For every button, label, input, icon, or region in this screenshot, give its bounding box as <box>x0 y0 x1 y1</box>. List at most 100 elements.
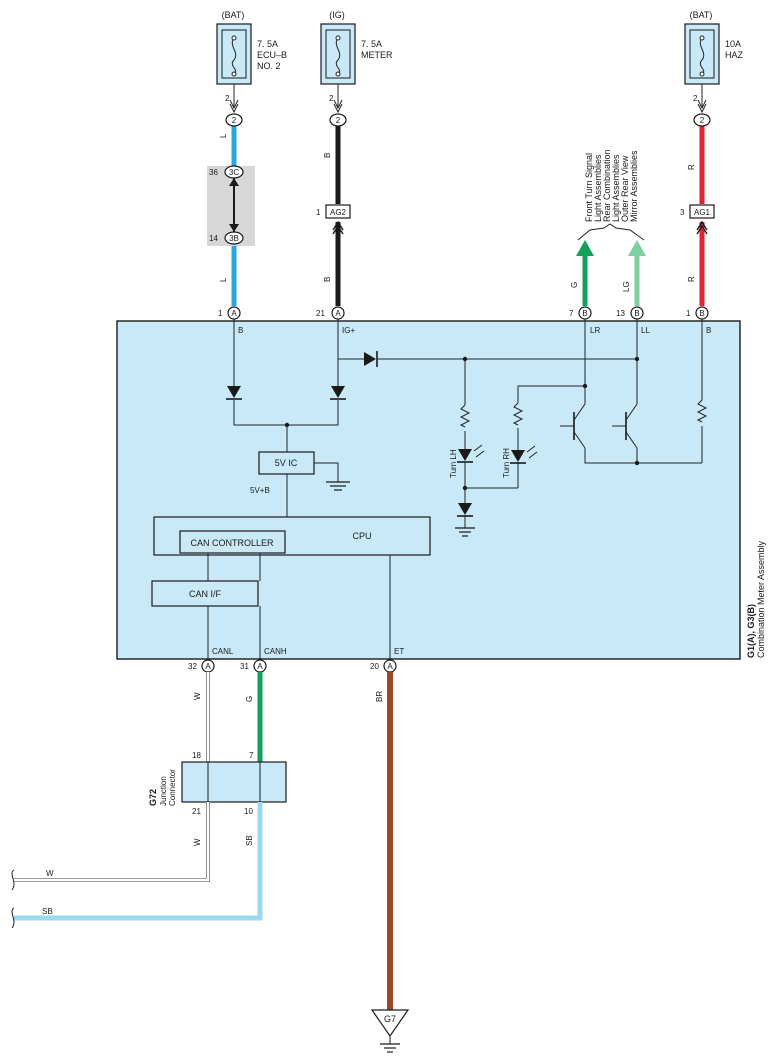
light-emit-icon <box>526 445 538 459</box>
svg-text:Combination Meter Assembly: Combination Meter Assembly <box>756 540 766 658</box>
arrow-up-icon <box>229 178 239 186</box>
fuse-terminal-icon <box>231 35 237 41</box>
diode-icon <box>331 386 345 398</box>
svg-text:21: 21 <box>316 309 325 318</box>
svg-text:Light Assemblies: Light Assemblies <box>593 154 603 222</box>
ground-triangle-icon <box>370 1009 410 1038</box>
wire-color-label: L <box>219 277 228 282</box>
junction-connector-g72[interactable]: 18 7 21 10 G72 Junction Connector <box>148 751 287 816</box>
ground-icon <box>326 481 350 491</box>
svg-text:32: 32 <box>188 662 197 671</box>
arrow-up-icon <box>576 240 594 256</box>
fuse-haz-frame <box>689 29 715 79</box>
connector-ag2[interactable]: AG2 1 <box>316 204 351 235</box>
wire-color-label: G <box>245 696 254 702</box>
svg-text:5V+B: 5V+B <box>250 486 270 495</box>
pin-1-a[interactable]: A 1 <box>218 306 241 320</box>
svg-text:AG2: AG2 <box>330 208 347 217</box>
connector-arrow-icon <box>697 99 707 114</box>
pin-32-a[interactable]: A 32 <box>188 659 215 673</box>
connector-ag1[interactable]: AG1 3 <box>680 204 715 235</box>
svg-text:B: B <box>706 326 711 335</box>
fuse-haz-name: HAZ <box>725 50 744 60</box>
led-icon <box>458 449 472 461</box>
svg-text:B: B <box>238 326 243 335</box>
connector-arrow-icon <box>229 99 239 114</box>
wire-color-label: L <box>219 133 228 138</box>
fuse-meter-frame <box>325 29 351 79</box>
diode-icon <box>458 503 472 515</box>
wire-color-label: LG <box>622 281 631 292</box>
svg-text:G1(A), G3(B): G1(A), G3(B) <box>746 604 756 658</box>
light-emit-icon <box>473 444 485 458</box>
svg-text:13: 13 <box>616 309 625 318</box>
svg-text:CPU: CPU <box>352 531 371 541</box>
fuse-terminal-icon <box>699 71 705 77</box>
fuse-terminal-icon <box>231 71 237 77</box>
svg-text:CANH: CANH <box>264 647 287 656</box>
ground-icon <box>455 527 475 537</box>
fuse-meter-name: METER <box>361 50 393 60</box>
can-if-block <box>151 580 259 607</box>
wire-color-label: G <box>570 282 579 288</box>
fuse-terminal-icon <box>699 35 705 41</box>
svg-text:3B: 3B <box>229 234 239 243</box>
resistor-icon <box>459 404 471 428</box>
fuse-ecub-name2: NO. 2 <box>257 61 281 71</box>
fuse-icon <box>699 37 705 75</box>
arrow-up-icon <box>332 220 344 235</box>
ground-point-g7[interactable]: G7 <box>370 1009 410 1053</box>
wire-break-icon <box>11 907 15 929</box>
junction-3c-3b[interactable]: 3C 36 3B 14 <box>207 165 255 246</box>
wire-color-label: SB <box>42 907 53 916</box>
svg-text:1: 1 <box>316 208 321 217</box>
fuse-terminal-icon <box>335 71 341 77</box>
pin-31-a[interactable]: A 31 <box>240 659 267 673</box>
svg-text:2: 2 <box>700 116 705 125</box>
turn-signal-destination: Front Turn Signal Light Assemblies Rear … <box>577 149 645 241</box>
combination-meter-assembly[interactable]: B IG+ LR LL B 5V IC 5V+B CPU <box>116 319 766 660</box>
junction-box <box>181 761 287 803</box>
svg-text:B: B <box>634 309 639 318</box>
fuse-meter[interactable]: (IG) 7. 5A METER 2 <box>320 10 393 103</box>
svg-text:5V IC: 5V IC <box>275 458 298 468</box>
fuse-terminal-icon <box>335 35 341 41</box>
svg-text:Rear Combination: Rear Combination <box>602 149 612 222</box>
svg-text:20: 20 <box>370 662 379 671</box>
svg-text:A: A <box>257 662 263 671</box>
connector-arrow-icon <box>333 99 343 114</box>
connector-2-ecub[interactable]: 2 <box>225 113 243 127</box>
pin-13-b[interactable]: B 13 <box>616 306 644 320</box>
connector-2-meter[interactable]: 2 <box>329 113 347 127</box>
meter-box <box>116 320 741 660</box>
svg-text:Light Assemblies: Light Assemblies <box>611 154 621 222</box>
pin-1-b[interactable]: B 1 <box>686 306 709 320</box>
svg-text:A: A <box>387 662 393 671</box>
resistor-icon <box>696 399 708 423</box>
wire-color-label: B <box>323 153 332 158</box>
fuse-meter-source: (IG) <box>329 10 345 20</box>
svg-text:B: B <box>582 309 587 318</box>
fuse-ecub-no2[interactable]: (BAT) 7. 5A ECU–B NO. 2 2 <box>216 10 287 103</box>
connector-2-haz[interactable]: 2 <box>693 113 711 127</box>
svg-text:Outer Rear View: Outer Rear View <box>620 155 630 222</box>
wire-sb-output[interactable] <box>14 802 263 921</box>
svg-text:3: 3 <box>680 208 685 217</box>
svg-text:A: A <box>335 309 341 318</box>
wire-w-output[interactable] <box>14 802 210 882</box>
svg-text:2: 2 <box>232 116 237 125</box>
pin-21-a[interactable]: A 21 <box>316 306 345 320</box>
wire-color-label: W <box>46 869 54 878</box>
svg-text:Front Turn Signal: Front Turn Signal <box>584 153 594 222</box>
svg-text:7: 7 <box>249 751 254 760</box>
arrow-up-icon <box>628 240 646 256</box>
pin-20-a[interactable]: A 20 <box>370 659 397 673</box>
bracket-icon <box>577 223 645 241</box>
wire-color-label: BR <box>375 691 384 702</box>
svg-text:IG+: IG+ <box>342 326 355 335</box>
pin-7-b[interactable]: B 7 <box>569 306 592 320</box>
svg-text:G7: G7 <box>384 1014 396 1024</box>
svg-text:Turn LH: Turn LH <box>449 449 458 478</box>
fuse-meter-rating: 7. 5A <box>361 39 382 49</box>
fuse-haz[interactable]: (BAT) 10A HAZ 2 <box>684 10 744 103</box>
